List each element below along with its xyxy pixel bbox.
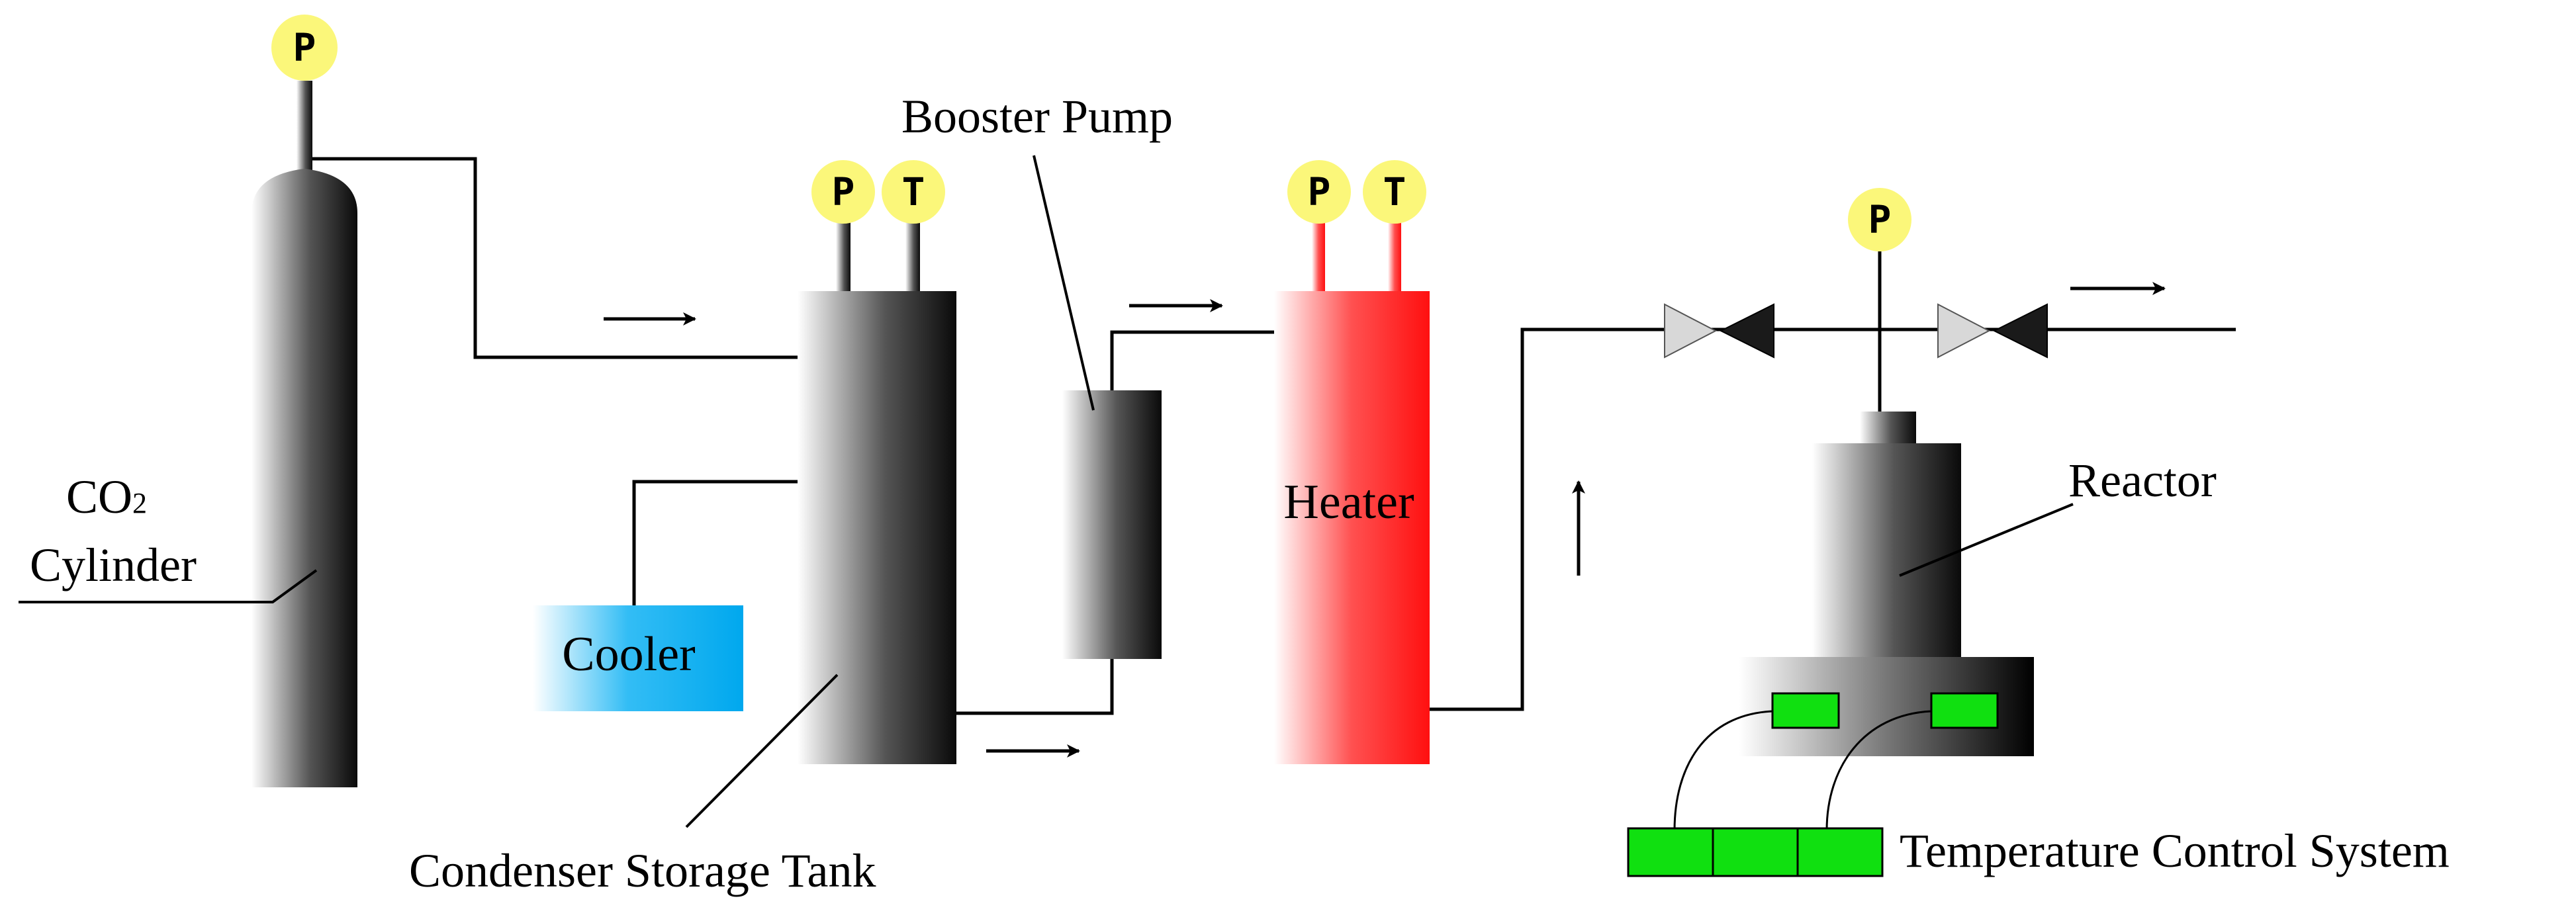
gauge-circle [271, 15, 338, 81]
cooler-label: Cooler [562, 627, 695, 681]
temperature-control-system [1627, 710, 1932, 877]
sensor-wire [1673, 710, 1773, 831]
heater-stem-p [1312, 218, 1325, 291]
leader-reactor [1899, 503, 2074, 577]
reactor-label: Reactor [2068, 454, 2217, 507]
gauge-label: P [1868, 197, 1892, 242]
pipe-cylinder-to-condenser [311, 157, 800, 359]
condenser-storage-tank [798, 218, 956, 764]
temperature-gauge-condenser: T [882, 160, 945, 224]
gauge-label: P [832, 169, 855, 214]
leader-condenser [685, 674, 839, 828]
gauge-label: T [902, 169, 925, 214]
cooler [533, 605, 743, 711]
leader-cylinder [19, 569, 318, 603]
co2-cylinder [252, 81, 357, 787]
temperature-control-label: Temperature Control System [1900, 824, 2450, 877]
gauge-circle [1363, 160, 1426, 224]
valve-half [1992, 303, 2048, 359]
condenser-body [798, 291, 956, 764]
valve-1 [1664, 303, 1774, 359]
sensor-wire [1825, 710, 1932, 831]
valve-2 [1937, 303, 2048, 359]
gauge-label: T [1383, 169, 1406, 214]
leader-booster-pump [1033, 155, 1095, 411]
cylinder-neck [297, 81, 312, 170]
pressure-gauge-reactor: P [1848, 188, 1911, 251]
pressure-gauge-cylinder: P [271, 15, 338, 81]
valve-half [1937, 303, 1991, 359]
condenser-stem-p [836, 218, 851, 291]
valve-half [1719, 303, 1774, 359]
condenser-label: Condenser Storage Tank [409, 844, 876, 897]
gauge-label: P [293, 25, 316, 70]
co2-label: CO2 [66, 470, 147, 523]
condenser-stem-t [905, 218, 920, 291]
heater [1274, 218, 1430, 764]
gauge-circle [1287, 160, 1351, 224]
reactor-body [1812, 443, 1961, 662]
booster-pump [1062, 390, 1162, 659]
heater-stem-t [1388, 218, 1401, 291]
reactor [1739, 412, 2034, 756]
co2-subscript: 2 [132, 487, 147, 519]
pipe-cooler-to-condenser [632, 480, 800, 609]
gauge-circle [811, 160, 875, 224]
gauge-circle [1848, 188, 1911, 251]
reactor-cap [1860, 412, 1916, 443]
control-box [1712, 827, 1799, 877]
leader-lines [19, 155, 2074, 828]
pressure-gauge-condenser: P [811, 160, 875, 224]
cylinder-label: Cylinder [30, 539, 197, 591]
cylinder-body [252, 169, 357, 787]
booster-pump-label: Booster Pump [901, 90, 1173, 143]
pipe-pump-to-heater [1110, 330, 1274, 390]
control-box [1796, 827, 1884, 877]
heater-label: Heater [1283, 475, 1414, 529]
gauges: P P T P T P [271, 15, 1911, 251]
piping [311, 157, 2236, 715]
reactor-sensor [1771, 692, 1840, 729]
co2-text: CO [66, 470, 132, 523]
pressure-gauge-heater: P [1287, 160, 1351, 224]
flow-arrows [604, 282, 2166, 758]
gauge-label: P [1308, 169, 1331, 214]
control-box [1627, 827, 1714, 877]
labels: CO2 Cylinder Cooler Condenser Storage Ta… [30, 90, 2450, 897]
heater-body [1274, 291, 1430, 764]
temperature-gauge-heater: T [1363, 160, 1426, 224]
reactor-sensor [1930, 692, 1999, 729]
gauge-circle [882, 160, 945, 224]
valve-half [1664, 303, 1718, 359]
pipe-condenser-to-pump [956, 659, 1114, 715]
